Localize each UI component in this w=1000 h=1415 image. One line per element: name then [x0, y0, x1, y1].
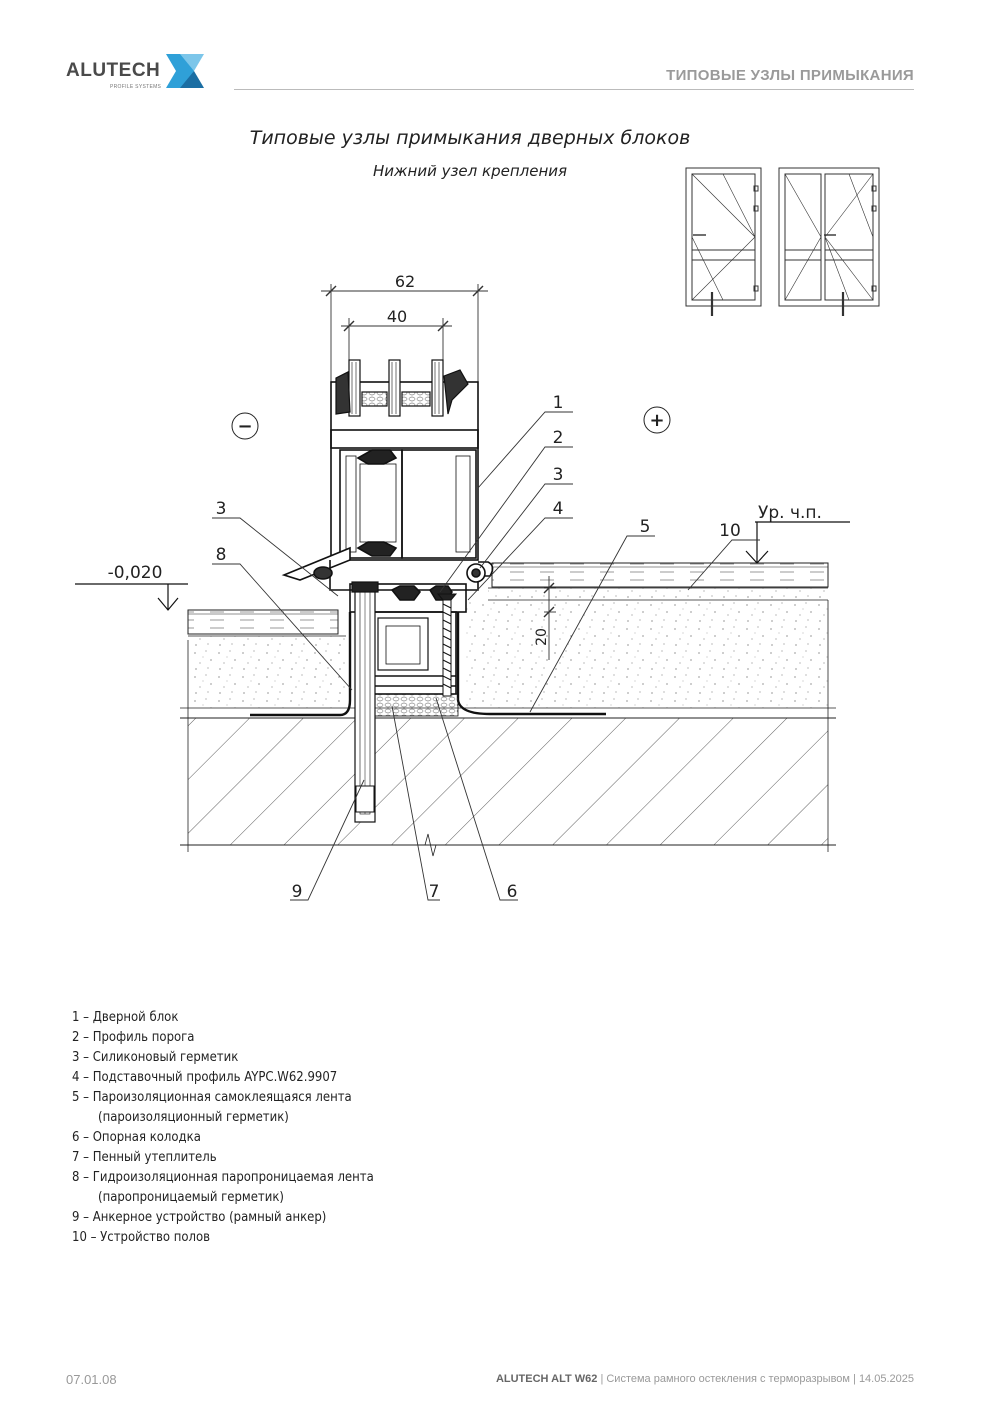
- callout-6: 6: [507, 882, 518, 902]
- single-door-thumbnail: [685, 167, 762, 316]
- legend-item: 1 – Дверной блок: [72, 1010, 179, 1025]
- dimension-20-label: 20: [534, 628, 550, 646]
- minus-marker: −: [231, 412, 259, 440]
- page-number: 07.01.08: [66, 1372, 117, 1387]
- callout-8: 8: [216, 545, 227, 565]
- level-mark-left-label: -0,020: [108, 563, 163, 583]
- level-mark-right-label: Ур. ч.п.: [758, 503, 822, 523]
- door-frame-profile: [330, 381, 479, 561]
- drawing-title: Типовые узлы примыкания дверных блоков: [250, 127, 691, 149]
- dimension-40-label: 40: [387, 307, 407, 326]
- alutech-logo: ALUTECH PROFILE SYSTEMS: [66, 52, 216, 92]
- fixing-screw: [436, 593, 458, 697]
- legend: 1 – Дверной блок 2 – Профиль порога 3 – Си…: [72, 1008, 374, 1248]
- svg-text:−: −: [237, 416, 252, 437]
- callout-5: 5: [640, 517, 651, 537]
- callout-9: 9: [292, 882, 303, 902]
- legend-item: (пароизоляционный герметик): [98, 1110, 289, 1125]
- floor-finish-left: [187, 609, 339, 635]
- screed-layer: [180, 587, 836, 709]
- callout-10: 10: [719, 521, 741, 541]
- logo-mark-icon: [166, 54, 204, 88]
- legend-item: 6 – Опорная колодка: [72, 1130, 201, 1145]
- callout-1: 1: [553, 393, 564, 413]
- legend-item: 8 – Гидроизоляционная паропроницаемая ле…: [72, 1170, 374, 1185]
- threshold-profile: [281, 546, 494, 591]
- glazing-unit: [335, 359, 469, 417]
- legend-item: 5 – Пароизоляционная самоклеящаяся лента: [72, 1090, 352, 1105]
- callout-3-left: 3: [216, 499, 227, 519]
- detail-drawing: Типовые узлы примыкания дверных блоков Н…: [75, 127, 880, 902]
- legend-item: 3 – Силиконовый герметик: [72, 1050, 239, 1065]
- svg-text:+: +: [649, 410, 664, 431]
- footer-info: ALUTECH ALT W62 | Система рамного остекл…: [496, 1373, 914, 1385]
- callout-3-right: 3: [553, 465, 564, 485]
- legend-item: 9 – Анкерное устройство (рамный анкер): [72, 1210, 327, 1225]
- callout-leaders: [212, 411, 760, 901]
- callout-7: 7: [429, 882, 440, 902]
- logo-text: ALUTECH: [66, 60, 161, 81]
- callout-2: 2: [553, 428, 564, 448]
- dimension-40: [341, 318, 452, 362]
- legend-item: 7 – Пенный утеплитель: [72, 1150, 217, 1165]
- logo-subtitle: PROFILE SYSTEMS: [110, 84, 162, 90]
- dimension-62-label: 62: [395, 272, 415, 291]
- footer-product: ALUTECH ALT W62: [495, 1373, 598, 1385]
- dimension-62: [321, 284, 488, 386]
- level-mark-left: [75, 583, 188, 611]
- legend-item: (паропроницаемый герметик): [98, 1190, 284, 1205]
- legend-item: 4 – Подставочный профиль AYPC.W62.9907: [72, 1070, 338, 1085]
- drawing-subtitle: Нижний узел крепления: [373, 162, 567, 180]
- plus-marker: +: [643, 406, 671, 434]
- dimension-20: [543, 576, 556, 660]
- floor-finish-right: [491, 562, 829, 588]
- frame-anchor: [351, 581, 379, 823]
- callout-4: 4: [553, 499, 564, 519]
- header-divider: [234, 89, 914, 90]
- footer-description: | Система рамного остекления с терморазр…: [597, 1373, 914, 1385]
- concrete-base-slab: [180, 600, 836, 857]
- double-door-thumbnail: [778, 167, 880, 316]
- level-mark-right: [745, 521, 850, 564]
- legend-item: 2 – Профиль порога: [72, 1030, 195, 1045]
- header-title: ТИПОВЫЕ УЗЛЫ ПРИМЫКАНИЯ: [666, 67, 914, 84]
- legend-item: 10 – Устройство полов: [72, 1230, 211, 1245]
